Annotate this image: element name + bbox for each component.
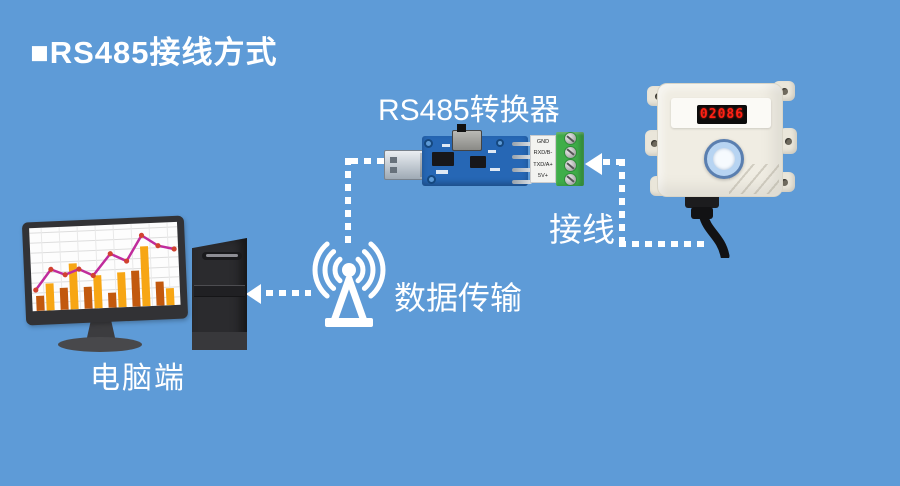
mounting-hole — [424, 139, 433, 148]
terminal-screw — [563, 132, 577, 146]
mounting-ear — [779, 128, 797, 154]
sensor-button-center — [713, 148, 735, 170]
monitor-stand-base — [58, 337, 142, 352]
dashed-line-to-computer — [266, 290, 311, 296]
computer-label: 电脑端 — [90, 362, 186, 395]
dashed-line-usb-vertical — [345, 158, 351, 248]
sensor-device: 02086 — [645, 78, 797, 258]
converter-label: RS485转换器 — [378, 94, 560, 127]
terminal-pin — [512, 142, 532, 146]
monitor-screen — [29, 221, 181, 312]
toggle-switch — [452, 130, 482, 151]
switch-knob — [457, 124, 466, 132]
sensor-button — [704, 139, 744, 179]
terminal-pin — [512, 180, 532, 184]
terminal-label: 5V+ — [538, 173, 548, 180]
dashed-line-sensor-vertical — [619, 159, 625, 247]
terminal-pin — [512, 168, 532, 172]
terminal-screw — [563, 145, 577, 159]
terminal-pin — [512, 155, 532, 159]
wiring-label: 接线 — [549, 211, 615, 248]
usb-hole — [390, 157, 397, 163]
cable — [698, 210, 730, 258]
front-panel-band — [194, 285, 245, 297]
terminal-screw — [563, 159, 577, 173]
monitor — [21, 215, 189, 326]
terminal-label: GND — [536, 138, 550, 145]
mounting-hole — [496, 139, 504, 147]
rs485-converter-device: GND RXD/B- TXD/A+ 5V+ — [384, 124, 586, 190]
dashed-line-sensor-top — [603, 159, 623, 165]
ic-chip — [470, 156, 486, 168]
arrow-left-icon — [585, 153, 602, 175]
wireless-antenna-icon — [312, 241, 386, 327]
dashed-line-sensor-bottom — [619, 241, 707, 247]
computer-tower — [192, 238, 247, 350]
terminal-label: TXD/A+ — [533, 161, 553, 168]
monitor-chart — [29, 222, 181, 312]
dashed-line-usb-horizontal — [351, 158, 388, 164]
led-display: 02086 — [697, 105, 747, 124]
page-title: ■RS485接线方式 — [30, 35, 278, 70]
terminal-block — [556, 132, 584, 186]
terminal-label-strip: GND RXD/B- TXD/A+ 5V+ — [530, 135, 556, 183]
data-transfer-label: 数据传输 — [394, 280, 523, 316]
ic-chip — [432, 152, 454, 166]
mounting-hole — [427, 175, 436, 184]
usb-hole — [390, 167, 397, 173]
terminal-label: RXD/B- — [533, 150, 553, 157]
arrow-left-icon — [246, 284, 261, 304]
terminal-screw — [563, 172, 577, 186]
